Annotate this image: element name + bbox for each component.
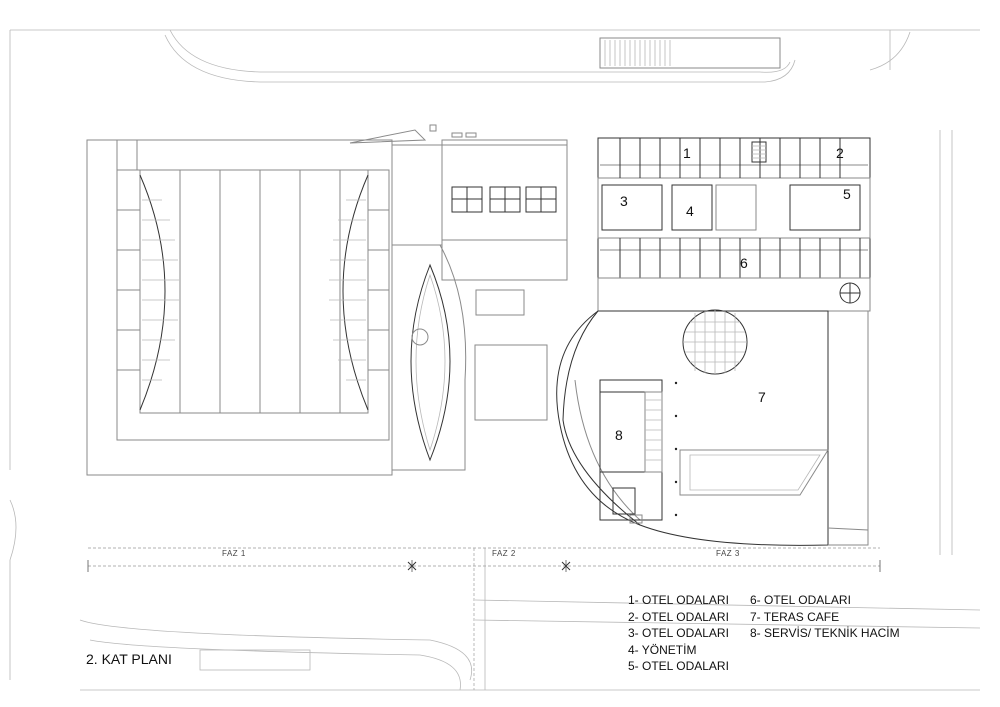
room-number-1: 1 bbox=[683, 145, 691, 161]
service-block bbox=[599, 379, 678, 524]
room-number-4: 4 bbox=[686, 203, 694, 219]
room-number-2: 2 bbox=[836, 145, 844, 161]
phase-label-2: FAZ 2 bbox=[492, 549, 516, 558]
legend-item-6: 6- OTEL ODALARI bbox=[750, 593, 851, 607]
plan-title: 2. KAT PLANI bbox=[86, 651, 172, 667]
legend-item-4: 4- YÖNETİM bbox=[628, 642, 697, 657]
terrace-plaza bbox=[556, 277, 871, 546]
legend-item-1: 1- OTEL ODALARI bbox=[628, 593, 729, 607]
legend-item-8: 8- SERVİS/ TEKNİK HACİM bbox=[750, 626, 900, 640]
central-block bbox=[349, 124, 568, 471]
hotel-block bbox=[597, 137, 871, 279]
legend-item-5: 5- OTEL ODALARI bbox=[628, 659, 729, 673]
room-numbers: 1 2 3 4 5 6 7 8 bbox=[615, 145, 851, 443]
site-context bbox=[9, 29, 981, 691]
phase-dimension-line bbox=[87, 547, 881, 690]
legend-right: 6- OTEL ODALARI 7- TERAS CAFE 8- SERVİS/… bbox=[750, 592, 900, 642]
legend-item-7: 7- TERAS CAFE bbox=[750, 609, 840, 624]
sports-hall bbox=[86, 139, 393, 476]
legend-item-2: 2- OTEL ODALARI bbox=[628, 609, 729, 624]
phase-label-3: FAZ 3 bbox=[716, 549, 740, 558]
phase-label-1: FAZ 1 bbox=[222, 549, 246, 558]
room-number-3: 3 bbox=[620, 193, 628, 209]
legend-item-3: 3- OTEL ODALARI bbox=[628, 626, 729, 640]
room-number-6: 6 bbox=[740, 255, 748, 271]
room-number-5: 5 bbox=[843, 186, 851, 202]
room-number-8: 8 bbox=[615, 427, 623, 443]
legend-left: 1- OTEL ODALARI 2- OTEL ODALARI 3- OTEL … bbox=[628, 592, 729, 675]
phase-labels: FAZ 1 FAZ 2 FAZ 3 bbox=[222, 549, 740, 558]
room-number-7: 7 bbox=[758, 389, 766, 405]
